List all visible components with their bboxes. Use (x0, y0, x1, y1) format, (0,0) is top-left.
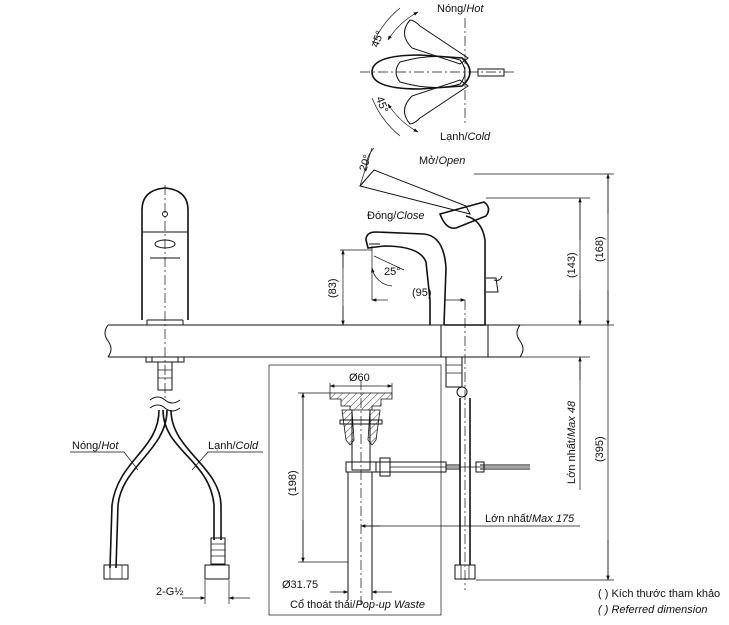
close-label: Đóng/Close (367, 210, 424, 222)
spout-angle-label: 25° (384, 266, 401, 278)
legend-line-1: ( ) Kích thước tham khảo (598, 588, 720, 600)
front-view-faucet (70, 185, 263, 604)
thread-size-label: 2-G½ (156, 586, 184, 598)
dim-max-counter: Lớn nhất/Max 48 (566, 400, 578, 484)
dim-spout-height: (83) (327, 278, 339, 298)
open-label: Mở/Open (419, 155, 465, 167)
top-angle-upper: 45° (370, 29, 387, 49)
dim-max-reach: Lớn nhất/Max 175 (485, 513, 575, 525)
dim-spout-reach: (95) (412, 287, 432, 299)
top-view (360, 7, 515, 137)
legend-line-2: ( ) Referred dimension (598, 604, 707, 616)
side-view-faucet (359, 147, 503, 590)
dim-waste-height: (198) (287, 470, 299, 496)
dim-below-counter: (395) (594, 436, 606, 462)
dim-dia-top: Ø60 (349, 372, 370, 384)
top-hot-label: Nóng/Hot (437, 3, 484, 15)
top-angle-lower: 45° (373, 95, 390, 115)
dim-body-height: (143) (566, 252, 578, 278)
waste-detail (268, 364, 580, 616)
top-cold-label: Lạnh/Cold (440, 131, 491, 143)
dim-dia-bottom: Ø31.75 (282, 579, 318, 591)
dim-total-height: (168) (594, 236, 606, 262)
front-hot-label: Nóng/Hot (72, 440, 119, 452)
waste-caption: Cổ thoát thải/Pop-up Waste (290, 599, 425, 611)
handle-angle-label: 20° (357, 153, 374, 173)
front-cold-label: Lạnh/Cold (208, 440, 259, 452)
side-dimensions (340, 173, 614, 581)
countertop (104, 324, 524, 358)
